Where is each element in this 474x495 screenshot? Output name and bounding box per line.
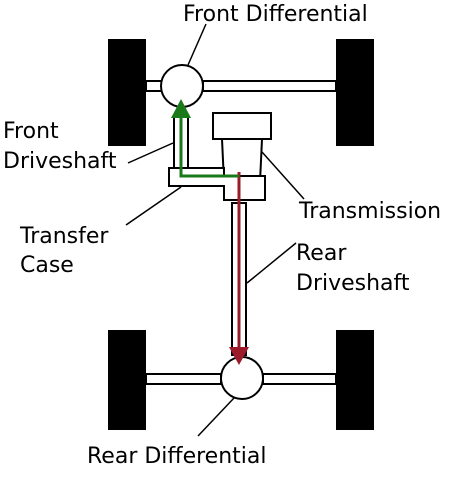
- label-rear-driveshaft-line2: Driveshaft: [296, 271, 410, 296]
- rear-differential: [220, 356, 264, 400]
- label-front-driveshaft-line1: Front: [3, 119, 59, 144]
- transmission: [212, 112, 272, 183]
- label-transfer-case-line2: Case: [20, 253, 74, 278]
- leader-rear-driveshaft: [246, 242, 297, 284]
- front-differential: [160, 64, 204, 108]
- label-rear-differential: Rear Differential: [87, 444, 266, 469]
- leader-front-differential: [187, 23, 207, 66]
- leader-rear-differential: [197, 397, 235, 437]
- front-right-wheel: [336, 39, 374, 146]
- leader-transfer-case: [125, 186, 182, 226]
- arrow-down-icon: [229, 347, 249, 365]
- rear-left-wheel: [108, 330, 146, 430]
- arrow-up-icon: [171, 99, 191, 118]
- label-front-differential: Front Differential: [183, 2, 368, 27]
- front-power-flow-line: [179, 114, 239, 178]
- rear-right-wheel: [336, 330, 374, 430]
- label-front-driveshaft-line2: Driveshaft: [3, 149, 117, 174]
- front-left-wheel: [108, 39, 146, 146]
- leader-front-driveshaft: [127, 142, 174, 164]
- leader-lines: [125, 23, 305, 437]
- label-transfer-case-line1: Transfer: [19, 224, 109, 249]
- label-rear-driveshaft-line1: Rear: [296, 241, 347, 266]
- leader-transmission: [261, 151, 305, 200]
- label-transmission: Transmission: [298, 199, 441, 224]
